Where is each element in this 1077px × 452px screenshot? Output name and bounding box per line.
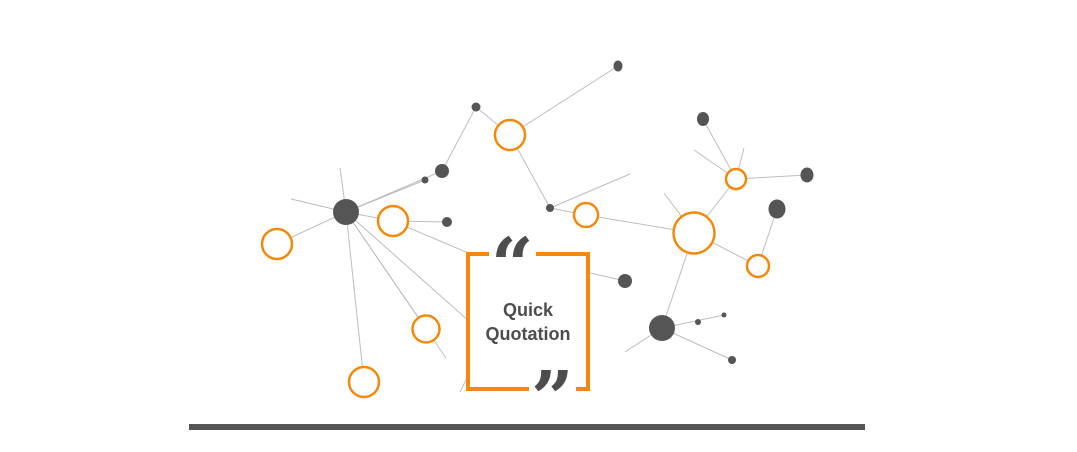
- small-node: [800, 167, 814, 183]
- small-node: [613, 60, 623, 72]
- edge: [702, 118, 737, 180]
- hub-node: [649, 315, 675, 341]
- small-node: [546, 204, 554, 212]
- edge: [345, 211, 365, 383]
- ring-node: [376, 204, 410, 238]
- edge: [549, 173, 631, 209]
- ring-node: [260, 227, 294, 261]
- small-node: [695, 319, 701, 325]
- ring-node: [411, 314, 441, 344]
- small-node: [728, 356, 736, 364]
- ring-node: [724, 167, 748, 191]
- small-node: [768, 199, 786, 219]
- small-node: [421, 176, 429, 184]
- edge: [509, 65, 619, 136]
- small-node: [435, 164, 449, 178]
- ring-node: [672, 211, 716, 255]
- ring-node: [572, 201, 600, 229]
- hub-node: [333, 199, 359, 225]
- ring-node: [745, 253, 771, 279]
- filled-nodes: [333, 60, 814, 364]
- open-quote-glyph: “: [491, 235, 534, 275]
- small-node: [721, 312, 727, 318]
- ring-nodes: [260, 118, 771, 399]
- edge: [441, 106, 477, 172]
- small-node: [697, 112, 709, 126]
- quote-line-1: Quick: [502, 300, 554, 320]
- close-quote-glyph: ”: [531, 368, 574, 408]
- ring-node: [493, 118, 527, 152]
- quote-line-2: Quotation: [485, 324, 571, 344]
- open-quote-icon: “: [489, 235, 536, 275]
- ring-node: [347, 365, 381, 399]
- quote-text: Quick Quotation: [470, 298, 586, 346]
- edge: [345, 211, 471, 323]
- edge: [735, 174, 808, 180]
- small-node: [471, 102, 481, 112]
- baseline-divider: [189, 424, 865, 430]
- close-quote-icon: ”: [529, 368, 576, 408]
- small-node: [618, 274, 632, 288]
- small-node: [442, 217, 452, 227]
